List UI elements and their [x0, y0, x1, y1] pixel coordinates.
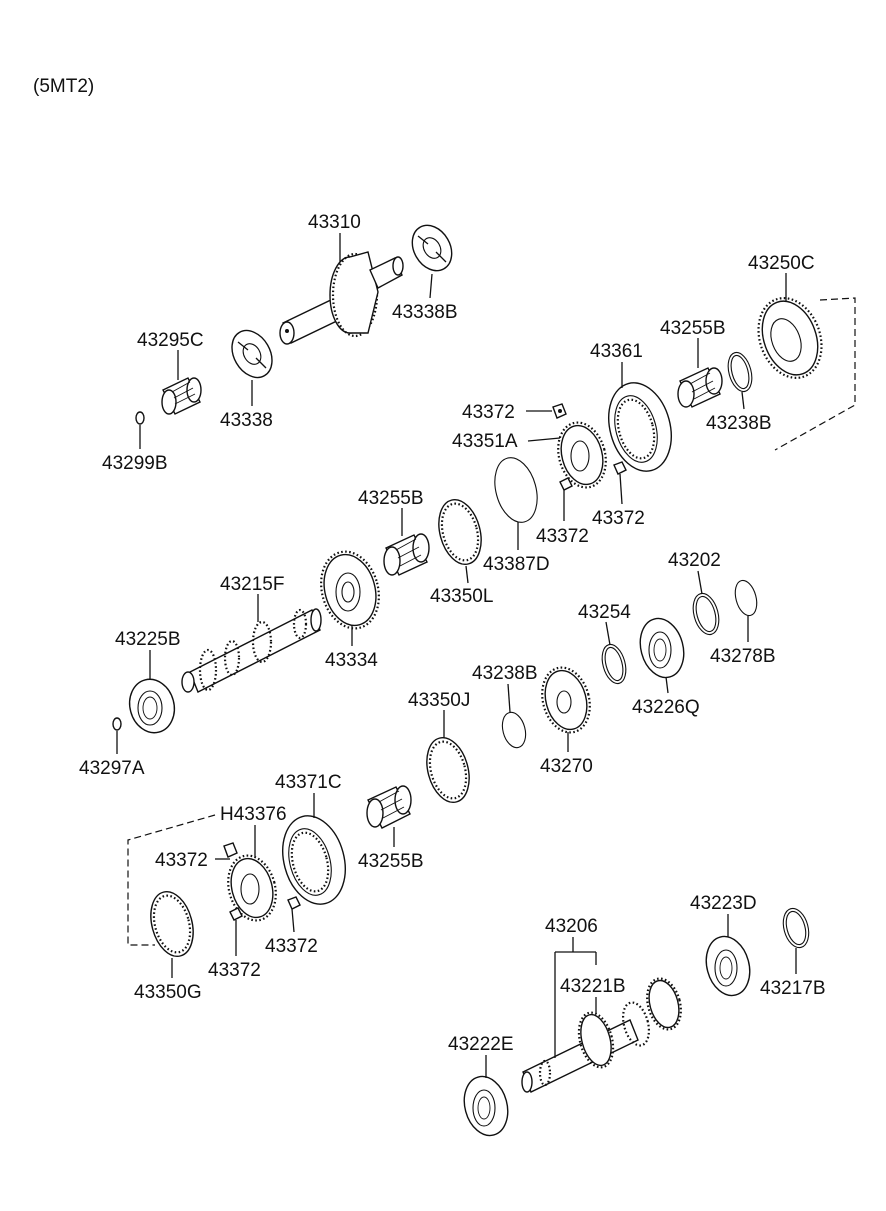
label-H43376: H43376: [220, 804, 287, 825]
label-43221B: 43221B: [560, 976, 626, 997]
part-43255B-low-drawing: [366, 785, 412, 829]
label-43278B: 43278B: [710, 646, 776, 667]
part-43270-drawing: [541, 666, 591, 734]
part-43202-drawing: [692, 592, 720, 636]
bracket-top-right: [774, 297, 856, 451]
label-43255B-low: 43255B: [358, 851, 424, 872]
label-43361: 43361: [590, 341, 643, 362]
part-43350J-drawing: [426, 737, 470, 803]
label-43250C: 43250C: [748, 253, 815, 274]
part-43295C-drawing: [161, 377, 202, 415]
part-43338-drawing: [231, 329, 273, 379]
label-43350G: 43350G: [134, 982, 202, 1003]
label-43372-d: 43372: [155, 850, 208, 871]
label-43387D: 43387D: [483, 554, 550, 575]
label-43350J: 43350J: [408, 690, 470, 711]
label-43310: 43310: [308, 212, 361, 233]
label-43338: 43338: [220, 410, 273, 431]
label-43372-c: 43372: [592, 508, 645, 529]
part-43223D-drawing: [705, 935, 751, 997]
label-43351A: 43351A: [452, 431, 518, 452]
label-43350L: 43350L: [430, 586, 493, 607]
label-43299B: 43299B: [102, 453, 168, 474]
label-43215F: 43215F: [220, 574, 284, 595]
label-43238B-mid: 43238B: [472, 663, 538, 684]
part-43350L-drawing: [438, 499, 482, 565]
part-H43376-drawing: [223, 842, 301, 922]
bracket-lower-left: [127, 814, 216, 946]
label-43255B-top: 43255B: [660, 318, 726, 339]
label-43225B: 43225B: [115, 629, 181, 650]
diagram-title: (5MT2): [33, 76, 94, 97]
part-43215F-drawing: [181, 608, 322, 693]
label-43222E: 43222E: [448, 1034, 514, 1055]
part-43338B-drawing: [411, 224, 453, 272]
part-43299B-drawing: [135, 411, 145, 425]
part-43255B-top-drawing: [677, 367, 723, 408]
label-43372-a: 43372: [462, 402, 515, 423]
part-43217B-drawing: [782, 907, 810, 949]
label-43223D: 43223D: [690, 893, 757, 914]
part-43238B-top-drawing: [727, 351, 753, 393]
part-43254-drawing: [601, 643, 627, 685]
label-43238B-top: 43238B: [706, 413, 772, 434]
label-43255B-mid: 43255B: [358, 488, 424, 509]
label-43295C: 43295C: [137, 330, 204, 351]
label-43372-b: 43372: [536, 526, 589, 547]
label-43371C: 43371C: [275, 772, 342, 793]
part-43225B-drawing: [128, 678, 176, 734]
label-43372-e: 43372: [208, 960, 261, 981]
part-43250C-drawing: [757, 297, 823, 379]
part-43222E-drawing: [463, 1075, 509, 1137]
part-43371C-drawing: [282, 815, 346, 905]
part-43297A-drawing: [112, 717, 122, 731]
label-43226Q: 43226Q: [632, 697, 700, 718]
label-43202: 43202: [668, 550, 721, 571]
label-43338B: 43338B: [392, 302, 458, 323]
label-43270: 43270: [540, 756, 593, 777]
label-43206: 43206: [545, 916, 598, 937]
part-43350G-drawing: [150, 891, 194, 957]
label-43372-f: 43372: [265, 936, 318, 957]
part-43310-drawing: [279, 251, 404, 345]
part-43334-drawing: [320, 550, 380, 630]
part-43206-drawing: [521, 977, 682, 1093]
label-43254: 43254: [578, 602, 631, 623]
label-43297A: 43297A: [79, 758, 145, 779]
part-43387D-drawing: [494, 457, 538, 523]
part-43226Q-drawing: [639, 617, 685, 679]
part-43255B-mid-drawing: [383, 533, 430, 576]
label-43334: 43334: [325, 650, 378, 671]
part-43351A-drawing: [552, 403, 627, 491]
part-43278B-drawing: [734, 579, 758, 617]
label-43217B: 43217B: [760, 978, 826, 999]
part-43361-drawing: [608, 382, 672, 472]
part-43238B-mid-drawing: [501, 711, 527, 749]
